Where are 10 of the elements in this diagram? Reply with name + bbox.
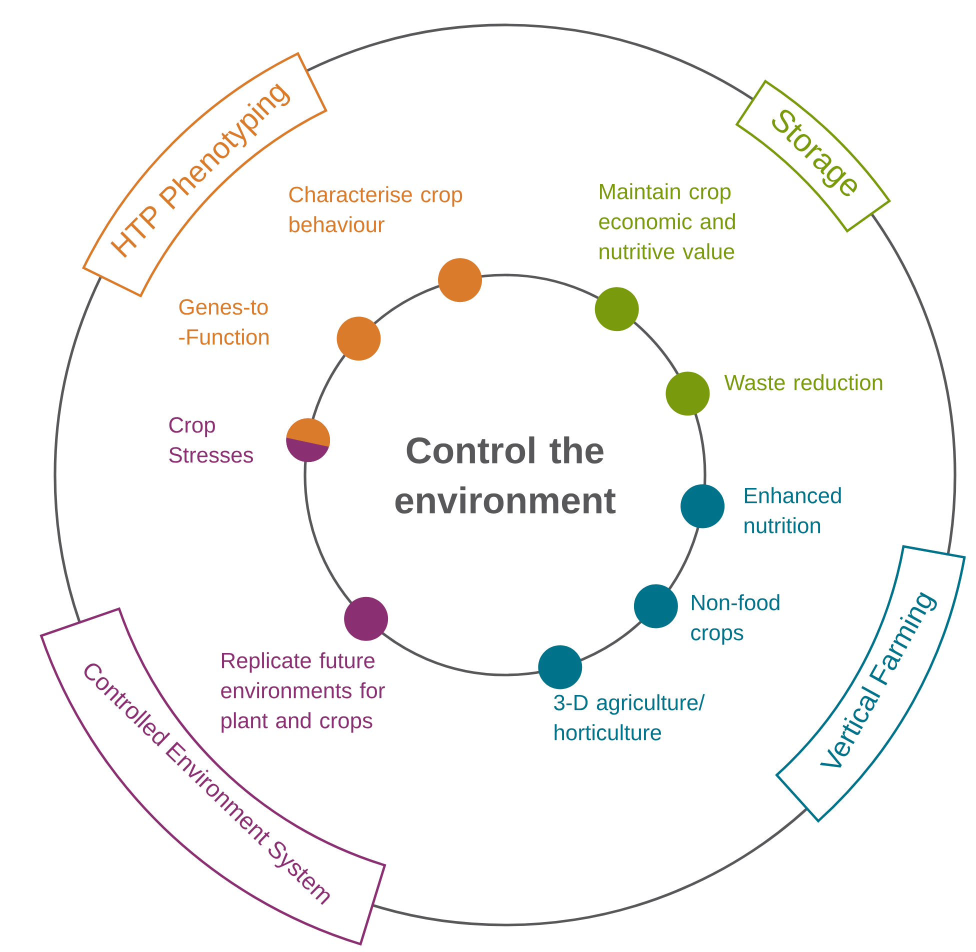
item-label: Genes-to -Function [179, 299, 268, 345]
item-label: Maintain crop economic and nutritive value [599, 183, 735, 260]
dot-label: 3-D agriculture/ horticulture [554, 694, 705, 740]
dot-marker [438, 258, 482, 302]
dot-marker [336, 316, 381, 361]
dot-marker [594, 287, 639, 332]
dot-label: Crop Stresses [169, 417, 253, 463]
dot-label: Enhanced nutrition [744, 487, 841, 534]
dot-label: Waste reduction [724, 374, 882, 390]
dot-label: Replicate future environments for plant and crops [221, 652, 385, 733]
